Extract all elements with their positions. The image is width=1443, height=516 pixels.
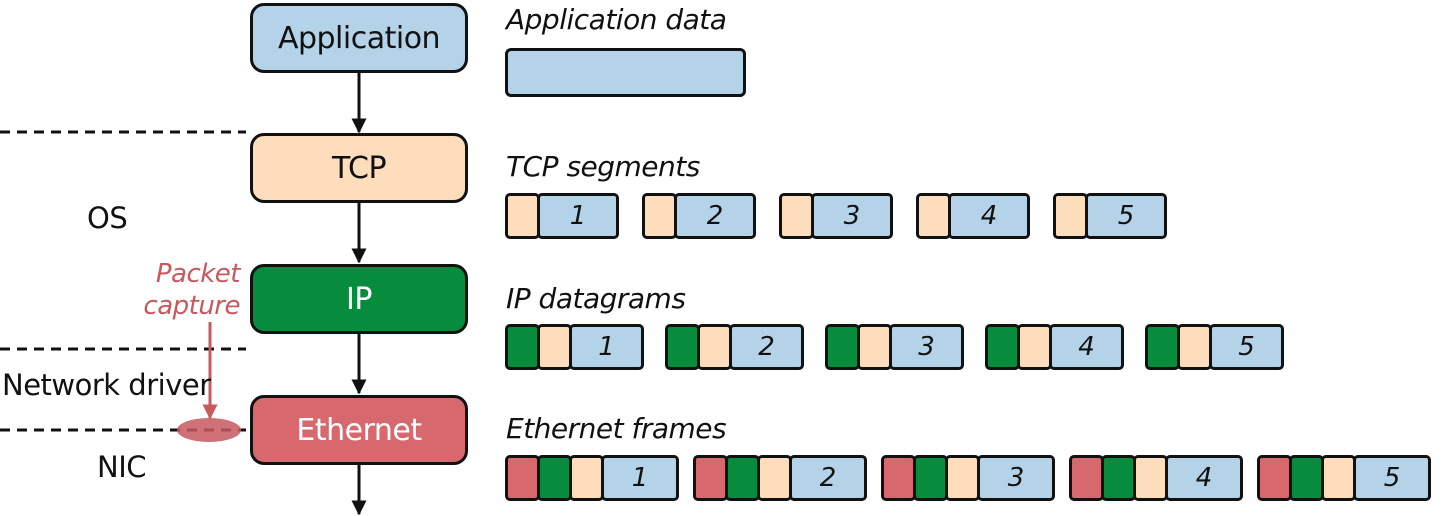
tcp-segment: 5: [1053, 193, 1167, 239]
ethernet-frame: 3: [881, 455, 1055, 501]
payload-segment: 4: [1049, 324, 1124, 370]
payload-segment: 4: [948, 193, 1030, 239]
packet-capture-line-1: Packet: [155, 259, 241, 289]
payload-segment: 3: [889, 324, 964, 370]
ethernet-header: [1069, 455, 1104, 501]
ip-datagram: 5: [1145, 324, 1284, 370]
tcp-header: [857, 324, 892, 370]
tcp-segments-title: TCP segments: [506, 150, 700, 183]
ip-header: [1145, 324, 1180, 370]
tcp-segment: 2: [642, 193, 756, 239]
tcp-header: [757, 455, 792, 501]
tcp-header: [1133, 455, 1168, 501]
network-driver-label: Network driver: [2, 368, 211, 402]
tcp-segment: 4: [916, 193, 1030, 239]
ethernet-frame: 2: [693, 455, 867, 501]
payload-segment: 3: [811, 193, 893, 239]
payload-segment: 3: [977, 455, 1055, 501]
ip-datagram: 3: [825, 324, 964, 370]
ethernet-header: [881, 455, 916, 501]
ethernet-layer-box: Ethernet: [250, 395, 468, 465]
ip-header: [1289, 455, 1324, 501]
ip-header: [725, 455, 760, 501]
tcp-header: [1321, 455, 1356, 501]
ethernet-header: [693, 455, 728, 501]
tcp-header: [916, 193, 951, 239]
nic-label: NIC: [97, 450, 147, 484]
payload-segment: 1: [601, 455, 679, 501]
ip-header: [665, 324, 700, 370]
ip-datagrams-title: IP datagrams: [506, 282, 686, 315]
ip-header: [1101, 455, 1136, 501]
payload-segment: 4: [1165, 455, 1243, 501]
packet-capture-line-2: capture: [143, 291, 240, 321]
payload-segment: 5: [1353, 455, 1431, 501]
tcp-header: [945, 455, 980, 501]
tcp-layer-box: TCP: [250, 133, 468, 203]
ip-header: [505, 324, 540, 370]
tcp-header: [1053, 193, 1088, 239]
application-data-block: [505, 48, 746, 97]
tcp-header: [505, 193, 540, 239]
payload-segment: 2: [789, 455, 867, 501]
application-layer-box: Application: [250, 3, 468, 73]
payload-segment: 1: [537, 193, 619, 239]
tcp-header: [1177, 324, 1212, 370]
ip-header: [985, 324, 1020, 370]
tcp-segment: 3: [779, 193, 893, 239]
tcp-header: [569, 455, 604, 501]
tcp-header: [537, 324, 572, 370]
ethernet-frame: 4: [1069, 455, 1243, 501]
ip-datagram: 1: [505, 324, 644, 370]
ip-header: [537, 455, 572, 501]
payload-segment: 5: [1085, 193, 1167, 239]
payload-segment: 1: [569, 324, 644, 370]
ethernet-frame: 1: [505, 455, 679, 501]
payload-segment: 2: [674, 193, 756, 239]
ethernet-frames-title: Ethernet frames: [506, 412, 727, 445]
payload-segment: 5: [1209, 324, 1284, 370]
ip-datagram: 4: [985, 324, 1124, 370]
tcp-header: [642, 193, 677, 239]
capture-point: [177, 418, 241, 442]
tcp-header: [1017, 324, 1052, 370]
tcp-header: [697, 324, 732, 370]
tcp-header: [779, 193, 814, 239]
ethernet-header: [1257, 455, 1292, 501]
ethernet-frame: 5: [1257, 455, 1431, 501]
ip-header: [913, 455, 948, 501]
tcp-segment: 1: [505, 193, 619, 239]
packet-capture-label: Packet capture: [130, 258, 240, 322]
ip-header: [825, 324, 860, 370]
payload-segment: 2: [729, 324, 804, 370]
ethernet-header: [505, 455, 540, 501]
ip-datagram: 2: [665, 324, 804, 370]
ip-layer-box: IP: [250, 264, 468, 334]
os-label: OS: [87, 201, 128, 235]
application-data-title: Application data: [506, 3, 727, 36]
